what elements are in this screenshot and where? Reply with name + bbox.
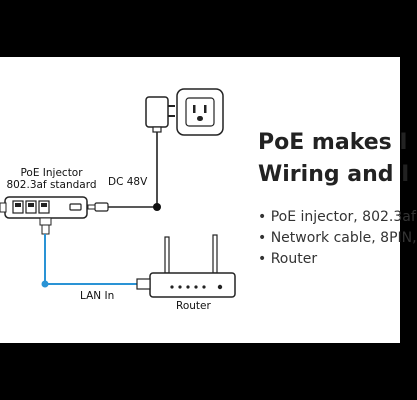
feature-list: • PoE injector, 802.3af • Network cable,…	[258, 207, 417, 270]
diagram-panel: PoE Injector 802.3af standard DC 48V LAN…	[0, 57, 417, 343]
bottom-letterbox	[0, 343, 400, 400]
poe-injector-icon	[0, 196, 88, 219]
router-icon	[136, 234, 236, 298]
dc-voltage-label: DC 48V	[108, 176, 148, 188]
top-letterbox	[0, 0, 400, 57]
headline-line-2: Wiring and I	[258, 162, 410, 187]
dc-junction-dot	[153, 203, 161, 211]
wiring-diagram	[0, 88, 236, 298]
injector-standard-label: 802.3af standard	[6, 179, 97, 191]
wall-outlet-icon	[176, 88, 224, 136]
lan-junction-dot	[41, 280, 49, 288]
injector-title-label: PoE Injector	[20, 167, 83, 179]
dc-power-cable	[108, 132, 158, 208]
headline-line-1: PoE makes I	[258, 130, 408, 155]
feature-item: • PoE injector, 802.3af	[258, 209, 416, 225]
lan-in-label: LAN In	[80, 290, 115, 302]
router-label: Router	[176, 300, 211, 312]
feature-item: • Network cable, 8PIN,	[258, 230, 417, 246]
rj45-plug-icon	[39, 217, 52, 235]
feature-item: • Router	[258, 251, 318, 267]
lan-cable	[44, 234, 137, 285]
dc-plug-icon	[87, 202, 109, 212]
power-adapter-icon	[145, 96, 175, 133]
